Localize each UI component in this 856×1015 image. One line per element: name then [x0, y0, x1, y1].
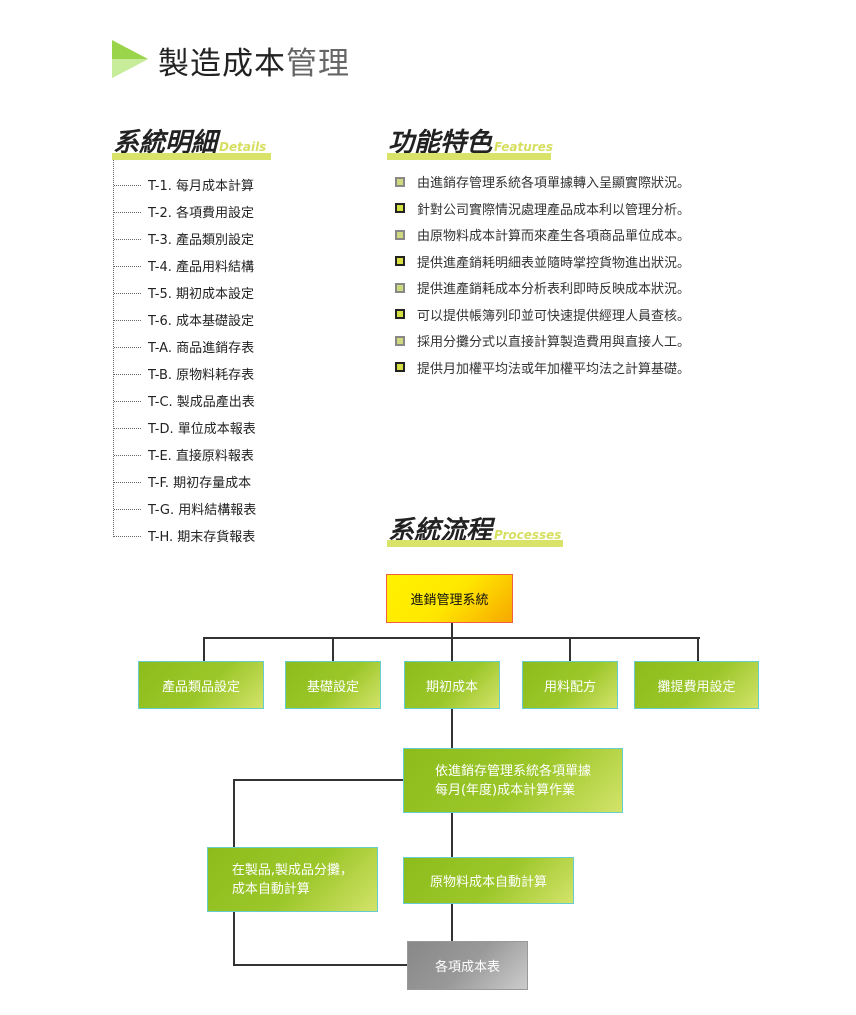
- tree-branch: [114, 374, 141, 375]
- details-item: T-4. 產品用料結構: [148, 260, 254, 275]
- processes-underline: [387, 540, 563, 547]
- details-item: T-D. 單位成本報表: [148, 422, 256, 437]
- feature-item: 針對公司實際情況處理產品成本利以管理分析。: [395, 199, 690, 218]
- details-item: T-E. 直接原料報表: [148, 449, 254, 464]
- square-bullet-icon: [395, 203, 405, 213]
- tree-branch: [114, 536, 141, 537]
- details-item: T-H. 期末存貨報表: [148, 530, 256, 545]
- flow-node-expense-allocation: 攤提費用設定: [634, 661, 759, 709]
- flow-node-base-settings: 基礎設定: [285, 661, 381, 709]
- flow-node-raw-material-cost: 原物料成本自動計算: [403, 857, 574, 904]
- connector: [569, 637, 571, 661]
- details-item: T-2. 各項費用設定: [148, 206, 254, 221]
- flow-root-node: 進銷管理系統: [386, 574, 513, 623]
- connector: [233, 779, 404, 781]
- details-item: T-A. 商品進銷存表: [148, 341, 255, 356]
- feature-text: 可以提供帳簿列印並可快速提供經理人員查核。: [417, 308, 691, 324]
- tree-branch: [114, 239, 141, 240]
- details-item: T-G. 用料結構報表: [148, 503, 257, 518]
- feature-item: 可以提供帳簿列印並可快速提供經理人員查核。: [395, 305, 690, 324]
- feature-text: 由進銷存管理系統各項單據轉入呈顯實際狀況。: [417, 176, 691, 191]
- feature-text: 提供月加權平均法或年加權平均法之計算基礎。: [417, 361, 691, 377]
- feature-item: 提供月加權平均法或年加權平均法之計算基礎。: [395, 358, 690, 377]
- square-bullet-icon: [395, 256, 405, 266]
- feature-item: 採用分攤分式以直接計算製造費用與直接人工。: [395, 331, 690, 350]
- feature-text: 由原物料成本計算而來產生各項商品單位成本。: [417, 229, 691, 244]
- feature-text: 採用分攤分式以直接計算製造費用與直接人工。: [417, 335, 691, 350]
- connector: [332, 637, 334, 661]
- feature-text: 提供進產銷耗成本分析表利即時反映成本狀況。: [417, 282, 691, 297]
- arrow-logo-icon: [112, 40, 148, 78]
- feature-text: 針對公司實際情況處理產品成本利以管理分析。: [417, 202, 691, 218]
- flow-node-wip-allocation: 在製品,製成品分攤，成本自動計算: [207, 847, 378, 912]
- tree-branch: [114, 212, 141, 213]
- feature-item: 提供進產銷耗成本分析表利即時反映成本狀況。: [395, 278, 690, 297]
- tree-branch: [114, 428, 141, 429]
- flow-node-product-category: 產品類品設定: [138, 661, 264, 709]
- page-title: 製造成本管理: [158, 46, 350, 82]
- features-underline: [387, 153, 551, 160]
- tree-branch: [114, 401, 141, 402]
- flow-node-cost-reports: 各項成本表: [407, 941, 528, 990]
- details-underline: [112, 153, 271, 160]
- details-item: T-5. 期初成本設定: [148, 287, 254, 302]
- feature-item: 提供進產銷耗明細表並隨時掌控貨物進出狀況。: [395, 252, 690, 271]
- tree-branch: [114, 185, 141, 186]
- connector: [697, 637, 699, 661]
- tree-branch: [114, 509, 141, 510]
- flow-node-material-formula: 用料配方: [522, 661, 618, 709]
- tree-branch: [114, 455, 141, 456]
- square-bullet-icon: [395, 362, 405, 372]
- flow-node-monthly-calc: 依進銷存管理系統各項單據每月(年度)成本計算作業: [403, 748, 623, 813]
- feature-item: 由進銷存管理系統各項單據轉入呈顯實際狀況。: [395, 172, 690, 191]
- details-item: T-6. 成本基礎設定: [148, 314, 254, 329]
- tree-branch: [114, 293, 141, 294]
- tree-branch: [114, 266, 141, 267]
- tree-branch: [114, 320, 141, 321]
- connector: [233, 964, 408, 966]
- feature-text: 提供進產銷耗明細表並隨時掌控貨物進出狀況。: [417, 255, 691, 271]
- flow-node-opening-cost: 期初成本: [404, 661, 500, 709]
- tree-line: [113, 160, 114, 537]
- connector: [203, 637, 205, 661]
- connector: [451, 622, 453, 639]
- tree-branch: [114, 482, 141, 483]
- square-bullet-icon: [395, 282, 405, 293]
- feature-item: 由原物料成本計算而來產生各項商品單位成本。: [395, 225, 690, 244]
- square-bullet-icon: [395, 176, 405, 187]
- tree-branch: [114, 347, 141, 348]
- details-item: T-3. 產品類別設定: [148, 233, 254, 248]
- details-item: T-F. 期初存量成本: [148, 476, 252, 491]
- square-bullet-icon: [395, 335, 405, 346]
- details-item: T-B. 原物料耗存表: [148, 368, 255, 383]
- details-item: T-1. 每月成本計算: [148, 179, 254, 194]
- square-bullet-icon: [395, 229, 405, 240]
- details-item: T-C. 製成品產出表: [148, 395, 255, 410]
- square-bullet-icon: [395, 309, 405, 319]
